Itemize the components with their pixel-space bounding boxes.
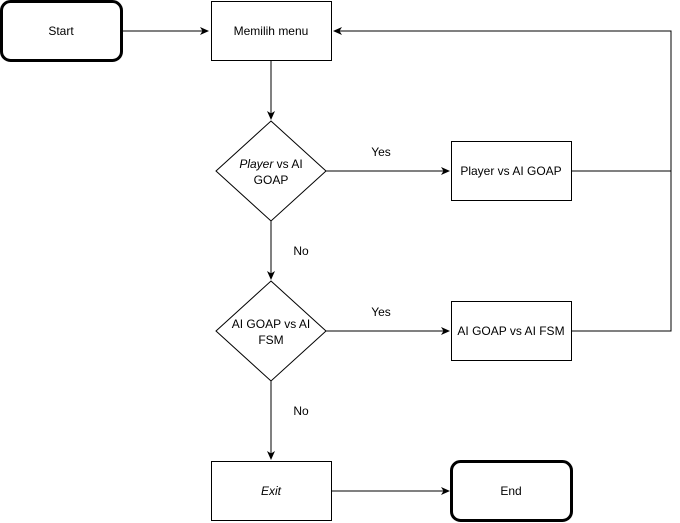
- menu-process: Memilih menu: [211, 1, 332, 61]
- player-vs-ai-goap-process: Player vs AI GOAP: [451, 141, 572, 201]
- end-label: End: [500, 484, 521, 498]
- edge-ai-goap-vs-ai-fsm-return: [333, 27, 672, 332]
- decision2-label-line2: FSM: [258, 333, 283, 347]
- player-vs-ai-goap-label: Player vs AI GOAP: [460, 164, 561, 178]
- start-node: Start: [0, 0, 123, 62]
- edge-label-d1-yes: Yes: [371, 145, 391, 159]
- decision1-label-rest: vs AI: [273, 157, 302, 171]
- ai-goap-vs-ai-fsm-process: AI GOAP vs AI FSM: [451, 301, 572, 361]
- decision1-label-italic: Player: [239, 157, 274, 171]
- end-node: End: [450, 460, 573, 522]
- decision1-label-line1: Player vs AI: [239, 157, 302, 171]
- ai-goap-vs-ai-fsm-label: AI GOAP vs AI FSM: [457, 324, 564, 338]
- edge-label-d1-no: No: [293, 244, 309, 258]
- menu-label: Memilih menu: [234, 24, 309, 38]
- decision-ai-goap-vs-ai-fsm: AI GOAP vs AI FSM: [215, 280, 327, 382]
- edge-label-d2-yes: Yes: [371, 305, 391, 319]
- exit-label: Exit: [261, 484, 282, 498]
- decision2-label-line1: AI GOAP vs AI: [232, 317, 310, 331]
- decision-player-vs-ai-goap: Player vs AI GOAP: [215, 120, 327, 222]
- exit-process: Exit: [211, 461, 332, 521]
- start-label: Start: [48, 24, 74, 38]
- decision1-label-line2: GOAP: [254, 173, 289, 187]
- edge-label-d2-no: No: [293, 404, 309, 418]
